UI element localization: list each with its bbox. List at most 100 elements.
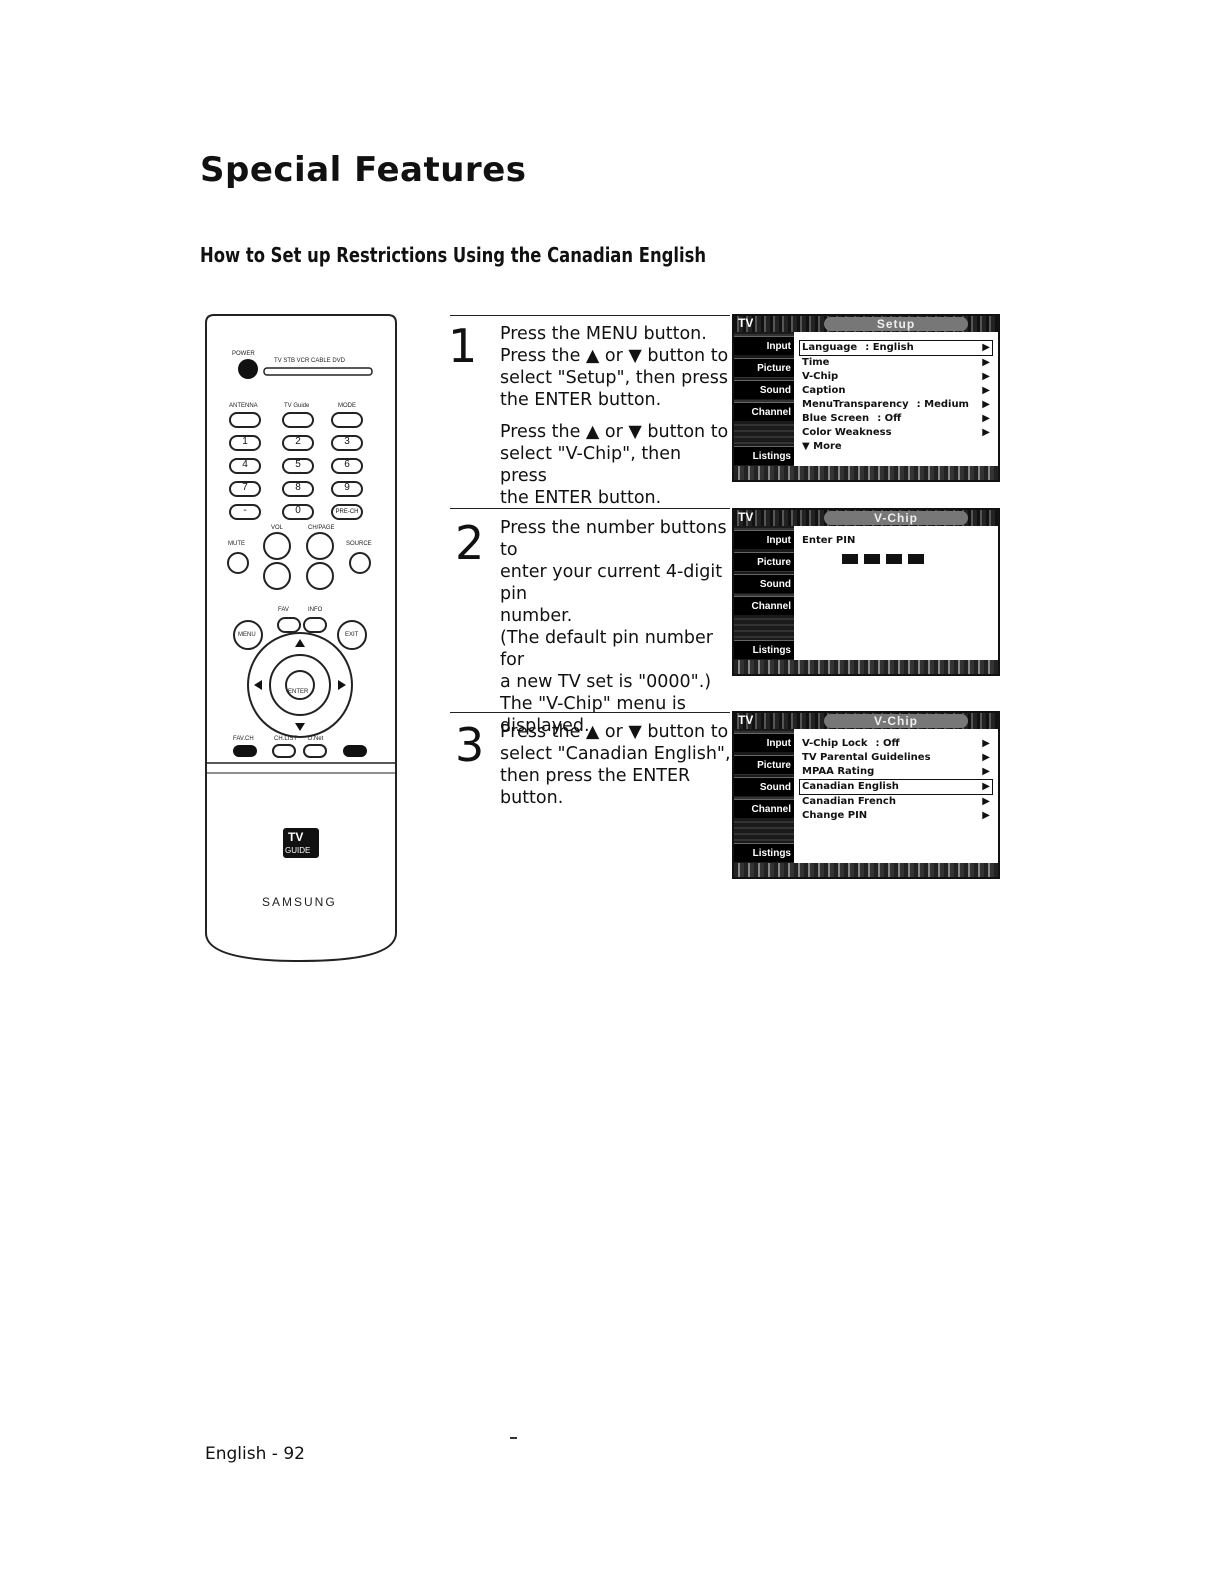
side-item-picture: Picture — [734, 755, 794, 774]
arrow-right-icon: ▶ — [982, 738, 990, 749]
arrow-right-icon: ▶ — [982, 796, 990, 807]
step-2-paragraph-1: Press the number buttons to enter your c… — [500, 518, 727, 736]
menu-row-label: Language — [802, 342, 858, 353]
pin-boxes — [802, 554, 990, 569]
screen-title: Setup — [824, 317, 968, 331]
ch-label: CH/PAGE — [308, 525, 335, 531]
screen-title: V-Chip — [824, 714, 968, 728]
menu-row: V-Chip▶ — [802, 370, 990, 384]
menu-row: Language: English▶ — [799, 340, 993, 356]
vchip-pin-screen: TV V-Chip Input Picture Sound Channel Li… — [732, 508, 1000, 676]
number-9-button: 9 — [344, 482, 350, 493]
screen-title: V-Chip — [824, 511, 968, 525]
menu-row: MPAA Rating▶ — [802, 765, 990, 779]
step-1-text: Press the MENU button. Press the ▲ or ▼ … — [500, 323, 730, 519]
screen-bottom-bar — [734, 466, 998, 480]
menu-row: Blue Screen: Off▶ — [802, 412, 990, 426]
tvguide-label: TV Guide — [284, 403, 310, 409]
menu-row-label: MPAA Rating — [802, 766, 875, 777]
remote-control-illustration: POWER TV STB VCR CABLE DVD ANTENNA TV Gu… — [200, 313, 401, 963]
pin-digit-1 — [842, 554, 858, 564]
arrow-right-icon: ▶ — [982, 427, 990, 438]
menu-row-value — [896, 795, 982, 809]
center-dash — [510, 1437, 517, 1439]
side-item-listings: Listings — [734, 446, 794, 465]
number-6-button: 6 — [344, 459, 350, 470]
arrow-right-icon: ▶ — [982, 781, 990, 792]
menu-row-value — [842, 440, 990, 454]
number-4-button: 4 — [242, 459, 248, 470]
vchip-menu-list: V-Chip Lock: Off▶TV Parental Guidelines▶… — [799, 737, 993, 823]
step-3-rule — [450, 712, 730, 713]
step-1-rule — [450, 315, 730, 316]
pin-digit-3 — [886, 554, 902, 564]
side-item-sound: Sound — [734, 380, 794, 399]
enter-label: ENTER — [288, 689, 309, 695]
menu-row-label: Blue Screen — [802, 413, 870, 424]
favorite-label: FAV — [278, 607, 289, 613]
menu-row-label: Time — [802, 357, 830, 368]
number-8-button: 8 — [295, 482, 301, 493]
antenna-label: ANTENNA — [229, 403, 258, 409]
chlist-label: CH.LIST — [274, 736, 298, 742]
menu-row-value — [867, 809, 982, 823]
menu-row-label: Canadian English — [802, 781, 899, 792]
menu-row-value — [845, 384, 982, 398]
arrow-right-icon: ▶ — [982, 399, 990, 410]
menu-row-label: V-Chip — [802, 371, 839, 382]
screen-side-menu: Input Picture Sound Channel Listings — [734, 332, 794, 466]
menu-row-value — [829, 356, 982, 370]
screen-bottom-bar — [734, 863, 998, 877]
menu-row-value — [874, 765, 982, 779]
number-0-button: 0 — [295, 505, 301, 516]
step-1-paragraph-1: Press the MENU button. Press the ▲ or ▼ … — [500, 324, 729, 410]
dnet-label: D.Net — [308, 736, 324, 742]
menu-row: Caption▶ — [802, 384, 990, 398]
side-item-input: Input — [734, 336, 794, 355]
step-2-text: Press the number buttons to enter your c… — [500, 517, 730, 747]
exit-label: EXIT — [345, 632, 359, 638]
side-item-input: Input — [734, 733, 794, 752]
menu-row-label: MenuTransparency — [802, 399, 909, 410]
menu-label: MENU — [238, 632, 256, 638]
page-title: Special Features — [200, 150, 527, 190]
page-footer: English - 92 — [205, 1444, 305, 1464]
side-item-channel: Channel — [734, 596, 794, 615]
mute-label: MUTE — [228, 541, 245, 547]
menu-row-label: Caption — [802, 385, 846, 396]
number-2-button: 2 — [295, 436, 301, 447]
number-5-button: 5 — [295, 459, 301, 470]
arrow-right-icon: ▶ — [982, 357, 990, 368]
mode-label: MODE — [338, 403, 356, 409]
side-item-channel: Channel — [734, 402, 794, 421]
side-item-picture: Picture — [734, 552, 794, 571]
vol-label: VOL — [271, 525, 284, 531]
vchip-menu-screen: TV V-Chip Input Picture Sound Channel Li… — [732, 711, 1000, 879]
screen-tv-tag: TV — [738, 316, 754, 330]
setup-menu-list: Language: English▶Time▶V-Chip▶Caption▶Me… — [799, 340, 993, 454]
side-item-sound: Sound — [734, 777, 794, 796]
menu-row-value — [892, 426, 983, 440]
side-item-channel: Channel — [734, 799, 794, 818]
prech-button: PRE-CH — [335, 509, 359, 515]
remote-body-icon — [205, 314, 397, 963]
source-label: SOURCE — [346, 541, 372, 547]
info-label: INFO — [308, 607, 323, 613]
setup-menu-screen: TV Setup Input Picture Sound Channel Lis… — [732, 314, 1000, 482]
number-1-button: 1 — [242, 436, 248, 447]
menu-row-value — [931, 751, 983, 765]
number-7-button: 7 — [242, 482, 248, 493]
side-item-listings: Listings — [734, 640, 794, 659]
menu-row-value: : English — [865, 342, 914, 353]
menu-row-label: Change PIN — [802, 810, 868, 821]
pin-digit-2 — [864, 554, 880, 564]
number-3-button: 3 — [344, 436, 350, 447]
guide-logo-bottom: GUIDE — [285, 846, 311, 855]
menu-row-label: ▼ More — [802, 441, 842, 452]
brand-logo: SAMSUNG — [262, 895, 337, 909]
menu-row-value: : Off — [877, 413, 902, 424]
step-3-paragraph-1: Press the ▲ or ▼ button to select "Canad… — [500, 722, 731, 808]
pin-digit-4 — [908, 554, 924, 564]
menu-row-label: Canadian French — [802, 796, 896, 807]
favch-label: FAV.CH — [233, 736, 254, 742]
